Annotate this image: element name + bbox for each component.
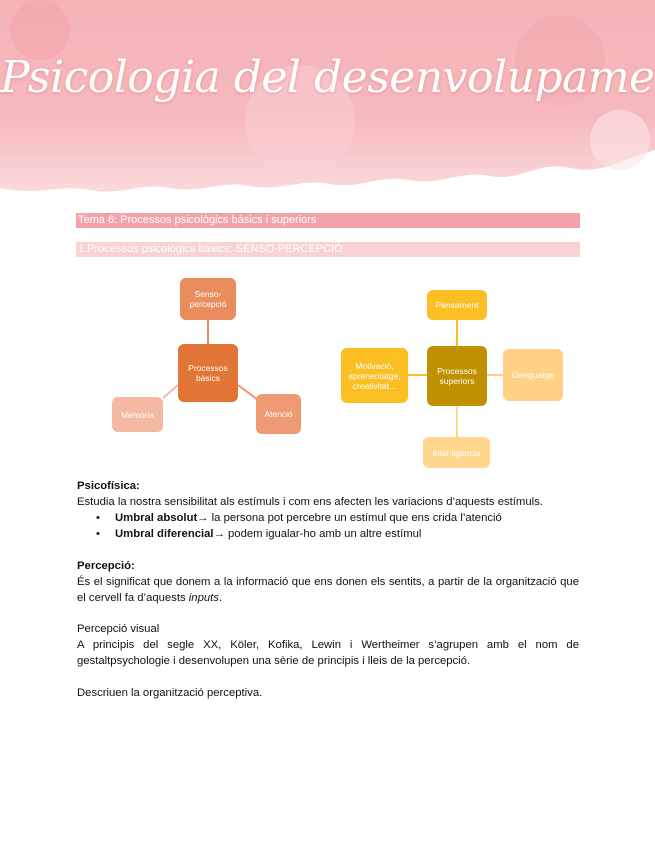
percepcio-title: Percepció: bbox=[77, 560, 135, 572]
percepcio-text-main: És el significat que donem a la informac… bbox=[77, 576, 579, 604]
percepcio-text: És el significat que donem a la informac… bbox=[77, 574, 579, 606]
bullet-dot: • bbox=[96, 528, 100, 540]
section-heading: 1.Processos psicològics basics: SENSO-PE… bbox=[76, 242, 580, 257]
psicofisica-text: Estudia la nostra sensibilitat als estím… bbox=[77, 496, 543, 508]
percepcio-visual-title: Percepció visual bbox=[77, 623, 160, 635]
page-title: Psicologia del desenvolupament bbox=[0, 52, 655, 103]
node-motivacio: Motivació, aprenentatge, creativitat... bbox=[341, 348, 408, 403]
arrow-icon: → bbox=[197, 512, 209, 524]
node-llenguatge: Llenguatge bbox=[503, 349, 563, 401]
closing-line: Descriuen la organització perceptiva. bbox=[77, 687, 263, 699]
arrow-icon: → bbox=[213, 528, 225, 540]
percepcio-text-end: . bbox=[218, 592, 223, 604]
node-senso-percepcio: Senso-percepció bbox=[180, 278, 236, 320]
bullet-umbral-absolut: • Umbral absolut→ la persona pot percebr… bbox=[96, 510, 576, 526]
node-intelligencia: Intel·ligència bbox=[423, 437, 490, 468]
bullet-description: la persona pot percebre un estímul que e… bbox=[208, 512, 502, 524]
percepcio-text-inputs: inputs bbox=[188, 592, 219, 604]
node-atencio: Atenció bbox=[256, 394, 301, 434]
bullet-umbral-diferencial: • Umbral diferencial→ podem igualar-ho a… bbox=[96, 526, 576, 542]
node-processos-basics: Processos bàsics bbox=[178, 344, 238, 402]
bullet-dot: • bbox=[96, 512, 100, 524]
term-umbral-absolut: Umbral absolut bbox=[115, 512, 198, 524]
node-pensament: Pensament bbox=[427, 290, 487, 320]
bullet-text: Umbral diferencial→ podem igualar-ho amb… bbox=[115, 526, 421, 542]
bullet-description: podem igualar-ho amb un altre estímul bbox=[224, 528, 422, 540]
term-umbral-diferencial: Umbral diferencial bbox=[115, 528, 214, 540]
node-memoria: Memòria bbox=[112, 397, 163, 432]
watercolor-background bbox=[0, 0, 655, 192]
header-banner: Psicologia del desenvolupament bbox=[0, 0, 655, 200]
node-processos-superiors: Processos superiors bbox=[427, 346, 487, 406]
topic-heading: Tema 6: Processos psicològics bàsics i s… bbox=[76, 213, 580, 228]
bullet-text: Umbral absolut→ la persona pot percebre … bbox=[115, 510, 502, 526]
percepcio-visual-text: A principis del segle XX, Köler, Kofika,… bbox=[77, 639, 579, 667]
psicofisica-title: Psicofísica: bbox=[77, 480, 140, 492]
